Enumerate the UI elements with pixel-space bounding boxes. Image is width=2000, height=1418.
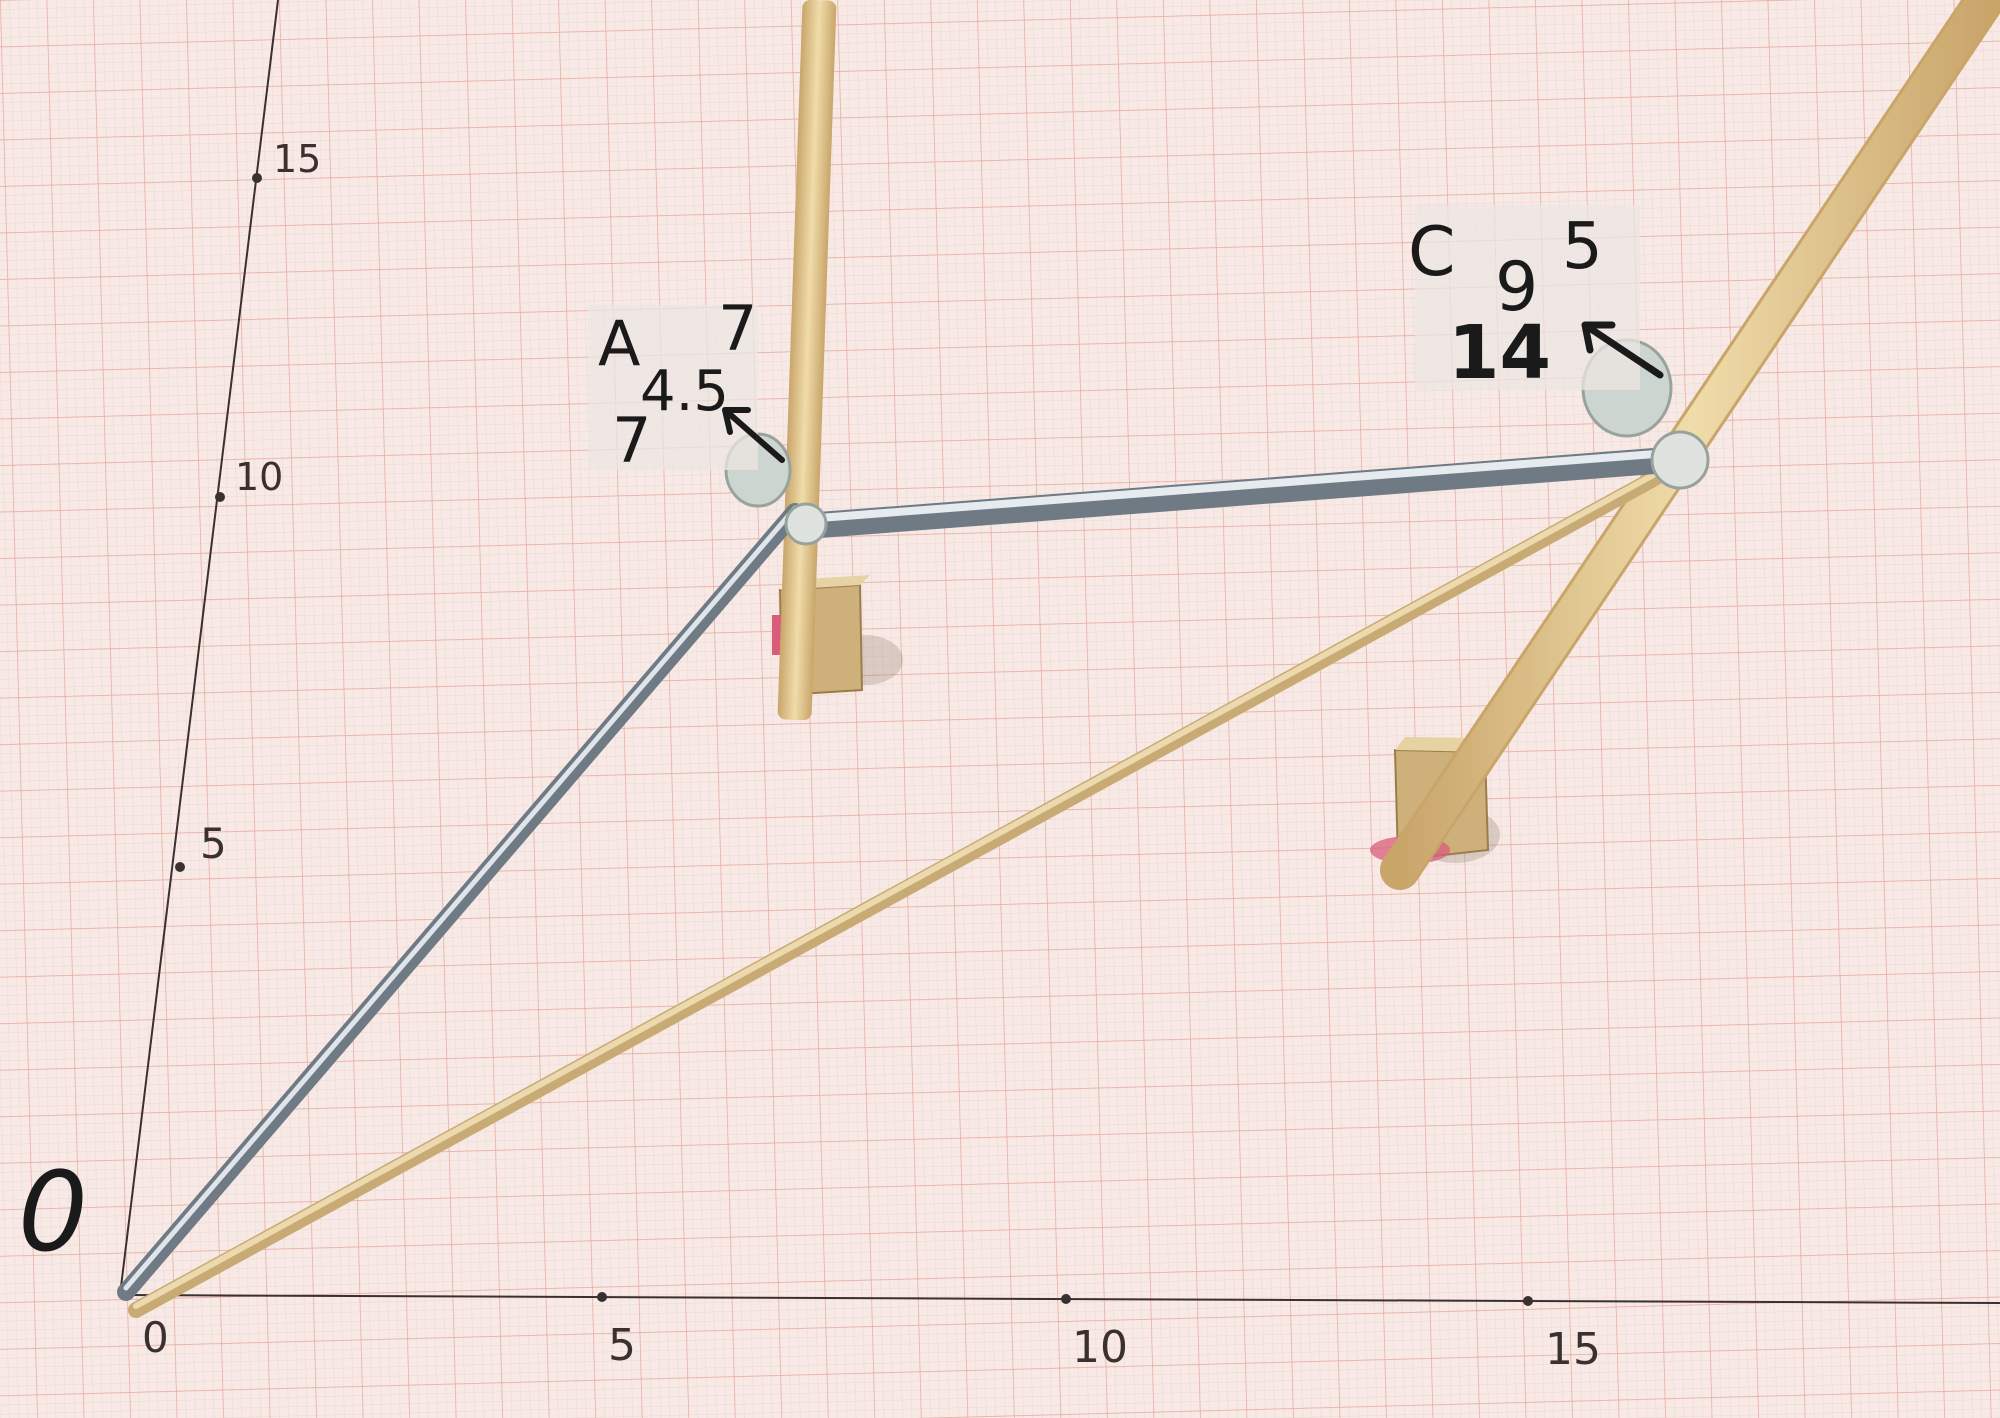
x-tick-label-0: 0	[142, 1313, 169, 1362]
joint-a	[784, 502, 828, 546]
label-a-line1: 7	[718, 292, 757, 365]
y-tick-label-10: 10	[235, 455, 283, 499]
arrow-c-icon	[1581, 321, 1664, 379]
x-axis	[119, 1294, 2000, 1304]
steel-rod-origin-to-a	[117, 503, 804, 1301]
label-card-c: C 9 5 14	[1408, 205, 1664, 396]
label-a-line3: 7	[612, 404, 651, 477]
label-c-line3: 14	[1448, 310, 1551, 396]
y-axis	[119, 0, 279, 1296]
y-tick-label-5: 5	[200, 819, 227, 868]
y-tick-5-dot	[175, 862, 185, 872]
y-tick-label-15: 15	[273, 137, 321, 181]
x-tick-15-dot	[1523, 1296, 1533, 1306]
wood-stick-origin-to-c	[128, 470, 1663, 1318]
label-a-name: A	[598, 307, 640, 380]
label-c-name: C	[1408, 213, 1455, 292]
origin-label: 0	[18, 1148, 88, 1276]
steel-rod-a-to-c	[793, 447, 1681, 539]
x-tick-label-5: 5	[608, 1320, 636, 1371]
label-c-line1: 9	[1495, 248, 1538, 327]
x-tick-label-15: 15	[1545, 1324, 1601, 1375]
label-c-line2: 5	[1562, 210, 1603, 284]
x-tick-5-dot	[597, 1292, 607, 1302]
x-tick-10-dot	[1061, 1294, 1071, 1304]
label-card-a: A 7 4.5 7	[588, 292, 785, 477]
label-a-line2: 4.5	[640, 359, 729, 424]
y-tick-10-dot	[215, 492, 225, 502]
arrow-a-icon	[722, 407, 785, 463]
joint-c	[1650, 430, 1710, 490]
y-tick-15-dot	[252, 173, 262, 183]
x-tick-label-10: 10	[1072, 1322, 1128, 1373]
